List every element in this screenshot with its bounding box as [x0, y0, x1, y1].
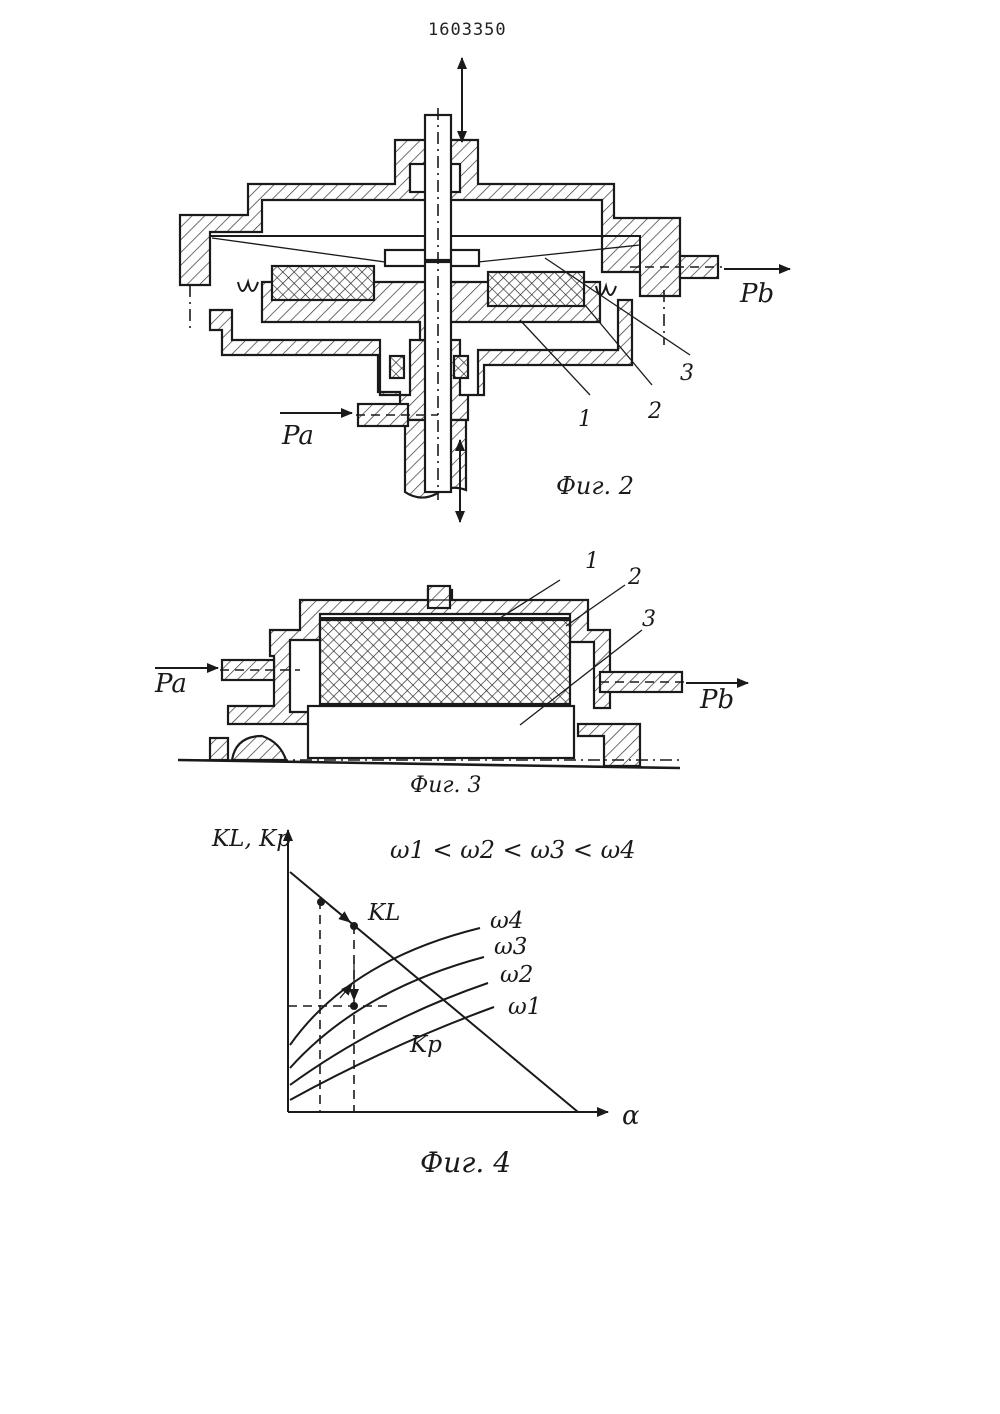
part-label-2: 2	[647, 399, 662, 424]
inlet-label: Pa	[281, 421, 314, 451]
figure-2-caption: Фиг. 2	[556, 472, 634, 500]
seal-left	[390, 356, 404, 378]
inlet-pipe	[358, 404, 408, 426]
fig3-outlet-pipe	[600, 672, 682, 692]
coil-left	[272, 266, 374, 300]
kp-label: Kp	[409, 1032, 442, 1058]
fig3-top-nipple	[428, 586, 450, 608]
fig3-part-label-1: 1	[585, 549, 599, 574]
part-label-3: 3	[680, 361, 694, 386]
bellows-left	[238, 282, 258, 291]
curve-label-w3: ω3	[494, 934, 527, 960]
fig3-nut	[210, 738, 228, 760]
point-a	[317, 898, 325, 906]
outlet-label: Pb	[739, 279, 774, 309]
figure-3-caption: Фиг. 3	[410, 773, 482, 798]
arrow-along-kl	[330, 906, 350, 922]
part-label-1: 1	[578, 407, 592, 432]
seal-right	[454, 356, 468, 378]
y-axis-label: KL, Kp	[211, 826, 291, 852]
figure-4-caption: Фиг. 4	[420, 1146, 511, 1179]
point-b	[350, 922, 358, 930]
figure-3-pump-section: 1 2 3 Pa Pb Фиг. 3	[154, 549, 748, 798]
kl-label: KL	[367, 900, 400, 926]
point-c	[350, 1002, 358, 1010]
figure-2-pump-section: 1 2 3 Pa Pb Фиг. 2	[180, 58, 790, 522]
figure-4-graph: KL, Kp α ω1 < ω2 < ω3 < ω4 KL Kp ω4 ω3 ω…	[211, 826, 640, 1179]
fig3-part-label-2: 2	[627, 565, 642, 590]
fig3-outlet-label: Pb	[699, 685, 734, 715]
x-axis-label: α	[622, 1101, 640, 1131]
fig3-filter-core	[320, 620, 570, 704]
fig3-bearing	[232, 736, 286, 760]
curve-label-w2: ω2	[500, 962, 533, 988]
fig3-part-label-3: 3	[642, 607, 656, 632]
inequality-text: ω1 < ω2 < ω3 < ω4	[390, 836, 635, 864]
curve-label-w4: ω4	[490, 908, 523, 934]
curve-label-w1: ω1	[508, 994, 541, 1020]
coil-right	[488, 272, 584, 306]
fig3-inlet-label: Pa	[154, 669, 187, 699]
